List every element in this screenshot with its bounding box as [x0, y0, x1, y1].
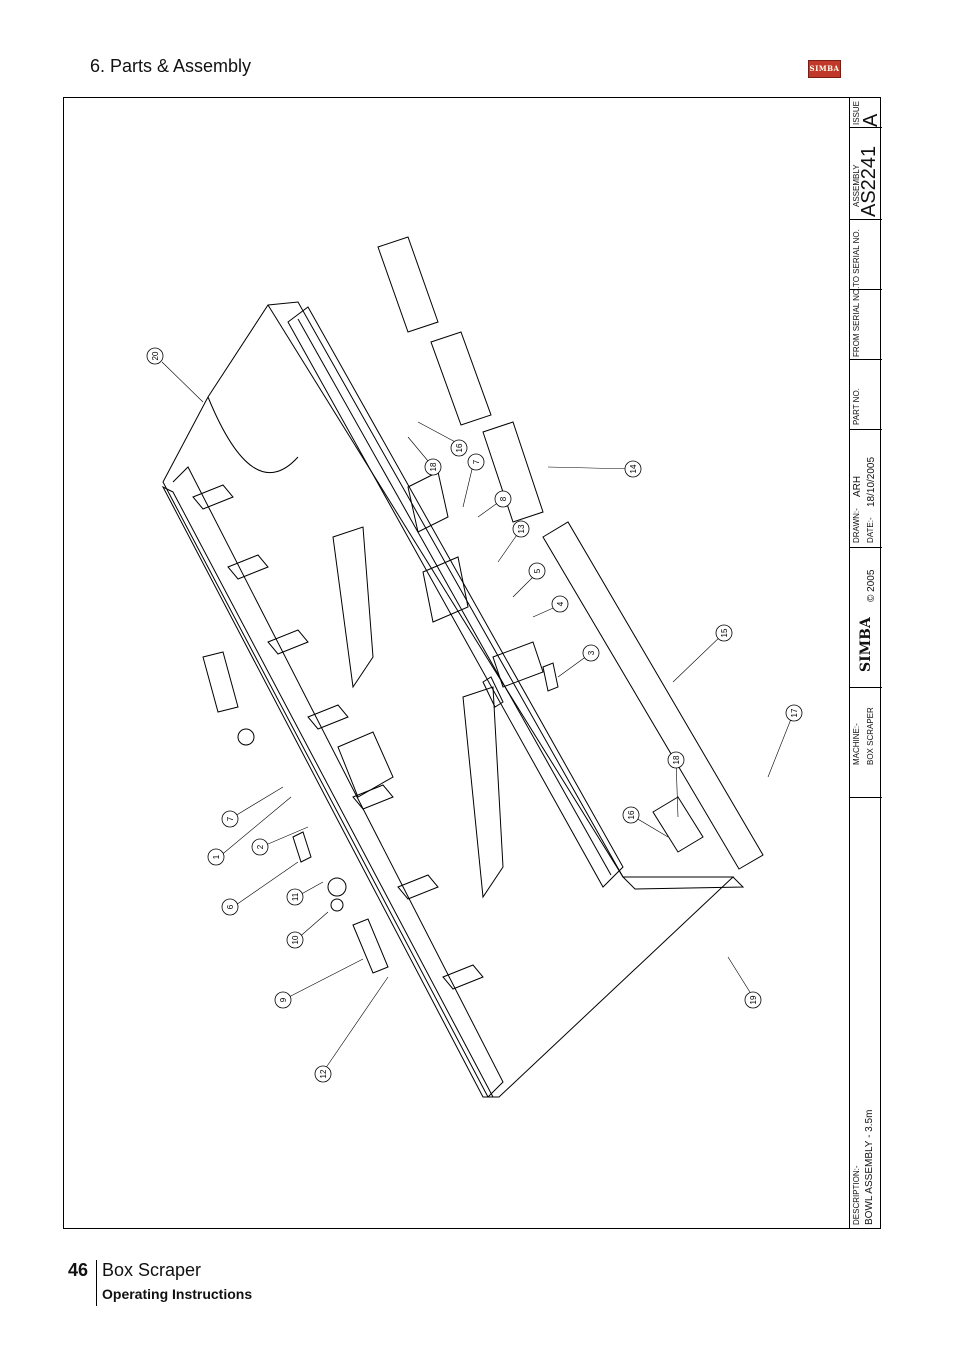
callout-label: 19 [749, 995, 758, 1004]
pin-7 [482, 676, 504, 708]
cutting-edge [542, 521, 764, 870]
footer-divider [96, 1260, 97, 1306]
simba-logo: SIMBA [808, 60, 841, 78]
issue-value: A [860, 113, 882, 127]
callout-label: 2 [256, 844, 265, 849]
rib-4 [307, 704, 349, 730]
part-no-label: PART NO. [852, 388, 861, 425]
bush-ring [237, 728, 255, 746]
callout-label: 3 [587, 650, 596, 655]
title-block: ISSUE A ASSEMBLY AS2241 TO SERIAL NO. FR… [849, 97, 882, 1229]
machine-value: BOX SCRAPER [866, 707, 875, 765]
rib-6 [397, 874, 439, 900]
callout-label: 7 [226, 816, 235, 821]
side-skid [652, 796, 704, 853]
main-beam [287, 306, 624, 888]
callout-label: 7 [472, 459, 481, 464]
callout-label: 16 [455, 443, 464, 452]
rib-2 [227, 554, 269, 580]
callout-label: 18 [429, 462, 438, 471]
side-plate-left [161, 485, 494, 1098]
callout-label: 20 [151, 351, 160, 360]
callout-label: 8 [499, 496, 508, 501]
main-beam-inner [297, 318, 612, 876]
headstock-plate [337, 731, 394, 798]
rib-1 [192, 484, 234, 510]
machine-label: MACHINE:- [852, 723, 861, 765]
callout-label: 12 [319, 1069, 328, 1078]
bowl-back-edge [267, 304, 624, 878]
logo-text: SIMBA [809, 64, 840, 73]
drawing-frame [63, 97, 881, 1229]
upper-rail [172, 466, 504, 1098]
callout-label: 10 [291, 935, 300, 944]
description-label: DESCRIPTION:- [852, 1165, 861, 1225]
callout-label: 14 [629, 464, 638, 473]
rib-7 [442, 964, 484, 990]
drawn-label: DRAWN:- [852, 508, 861, 543]
rib-3 [267, 629, 309, 655]
footer-subtitle: Operating Instructions [102, 1286, 253, 1302]
callout-label: 11 [291, 892, 300, 901]
callout-label: 4 [556, 601, 565, 606]
callout-label: 9 [279, 997, 288, 1002]
wear-plate-2 [430, 331, 492, 426]
to-serial-label: TO SERIAL NO. [852, 229, 861, 287]
a-frame-arm-right [462, 686, 504, 899]
callout-label: 1 [212, 854, 221, 859]
pin-2 [292, 831, 312, 863]
callout-label: 6 [226, 904, 235, 909]
bolt-3 [542, 662, 559, 692]
wear-plate-1 [377, 236, 439, 333]
pin-long [202, 651, 239, 713]
callout-label: 18 [672, 755, 681, 764]
bowl-curve [207, 396, 299, 474]
top-link-bracket-2 [422, 556, 469, 623]
callout-label: 15 [720, 628, 729, 637]
bowl-outline [162, 301, 735, 1098]
callout-label: 17 [790, 708, 799, 717]
top-link-bracket-1 [407, 471, 449, 533]
section-title: 6. Parts & Assembly [90, 56, 252, 76]
callout-label: 16 [627, 810, 636, 819]
copyright: © 2005 [866, 569, 877, 602]
side-plate-right [621, 876, 745, 890]
from-serial-label: FROM SERIAL NO. [852, 286, 861, 357]
bolt-9 [352, 918, 389, 974]
callout-label: 5 [533, 568, 542, 573]
a-frame-arm-left [332, 526, 374, 689]
footer-title: Box Scraper [102, 1260, 202, 1280]
callout-label: 13 [517, 524, 526, 533]
assembly-value: AS2241 [858, 145, 880, 217]
date-label: DATE:- [866, 517, 875, 543]
lower-link-pin [492, 641, 544, 688]
washer-1 [330, 898, 344, 912]
date-value: 18/10/2005 [866, 456, 877, 507]
page-number: 46 [68, 1260, 89, 1280]
description-value: BOWL ASSEMBLY - 3.5m [864, 1109, 875, 1225]
parts-drawing: 20 16 18 7 14 8 13 5 4 3 15 17 18 16 7 1… [146, 236, 803, 1098]
nut-1 [327, 877, 347, 897]
brand-mark: SIMBA [858, 617, 874, 672]
drawn-value: ARH [852, 475, 863, 497]
